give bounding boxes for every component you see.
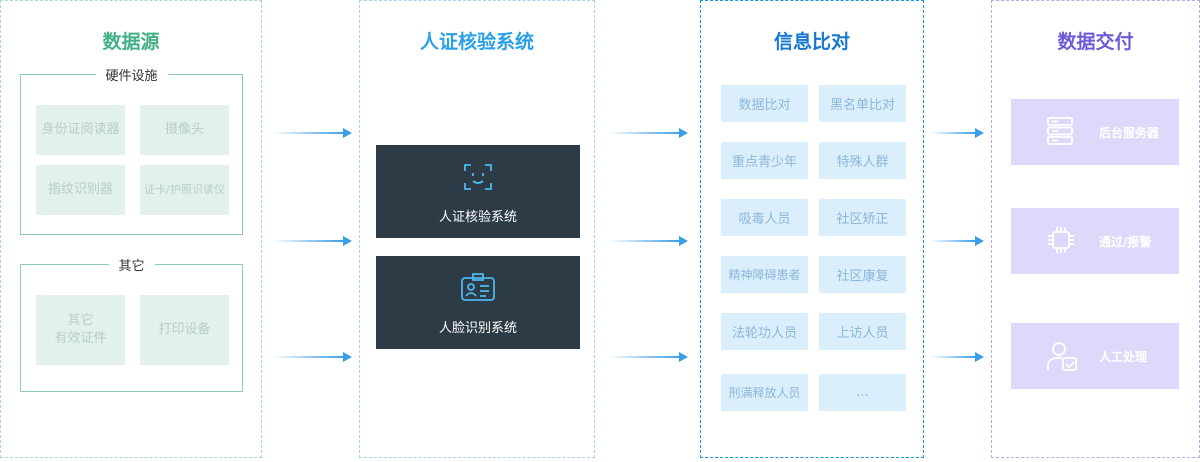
comparison-item: 社区康复 xyxy=(819,256,906,293)
other-item-line: 其它 xyxy=(67,313,94,328)
comparison-item: 特殊人群 xyxy=(819,142,906,179)
flow-arrow xyxy=(930,236,984,246)
other-item-line: 有效证件 xyxy=(54,331,107,346)
server-icon xyxy=(1047,117,1073,145)
output-label: 人工处理 xyxy=(1099,349,1148,364)
flow-arrow xyxy=(608,236,688,246)
comparison-column: 信息比对 xyxy=(700,0,924,458)
hardware-group: 硬件设施 xyxy=(20,65,243,235)
hardware-item: 摄像头 xyxy=(140,105,229,155)
comparison-item: 刑满释放人员 xyxy=(721,374,808,411)
system-label: 人脸识别系统 xyxy=(438,321,517,336)
output-label: 通过/报警 xyxy=(1099,234,1152,249)
face-scan-icon xyxy=(464,164,492,190)
comparison-item: 上访人员 xyxy=(819,313,906,350)
other-group-label: 其它 xyxy=(108,255,155,274)
person-check-icon xyxy=(1047,342,1077,371)
comparison-item: ... xyxy=(819,374,906,411)
comparison-item: 数据比对 xyxy=(721,85,808,122)
hardware-item: 证卡/护照识读仪 xyxy=(140,165,229,215)
id-card-icon xyxy=(461,273,495,301)
verification-column: 人证核验系统 xyxy=(359,0,595,458)
system-label: 人证核验系统 xyxy=(438,210,517,225)
system-box: 人证核验系统 xyxy=(376,145,580,238)
flow-arrow xyxy=(930,128,984,138)
output-box: 人工处理 xyxy=(1011,323,1179,389)
flow-arrow xyxy=(272,128,352,138)
other-item: 打印设备 xyxy=(140,295,229,365)
data-source-column: 数据源 xyxy=(0,0,262,458)
flow-arrow xyxy=(272,352,352,362)
comparison-item: 社区矫正 xyxy=(819,199,906,236)
other-group: 其它 xyxy=(20,255,243,392)
comparison-title: 信息比对 xyxy=(773,31,850,53)
other-item: 其它 有效证件 xyxy=(36,295,125,365)
data-source-title: 数据源 xyxy=(102,31,160,53)
flow-arrow xyxy=(930,352,984,362)
hardware-item: 身份证阅读器 xyxy=(36,105,125,155)
flow-arrow xyxy=(272,236,352,246)
verification-title: 人证核验系统 xyxy=(419,31,534,53)
comparison-item: 精神障碍患者 xyxy=(721,256,808,293)
flow-arrow xyxy=(608,352,688,362)
comparison-item: 吸毒人员 xyxy=(721,199,808,236)
system-box: 人脸识别系统 xyxy=(376,256,580,349)
output-label: 后台服务器 xyxy=(1099,125,1160,140)
comparison-item: 黑名单比对 xyxy=(819,85,906,122)
comparison-item: 重点青少年 xyxy=(721,142,808,179)
comparison-item: 法轮功人员 xyxy=(721,313,808,350)
hardware-item: 指纹识别器 xyxy=(36,165,125,215)
delivery-title: 数据交付 xyxy=(1057,31,1134,53)
hardware-group-label: 硬件设施 xyxy=(95,65,168,84)
chip-icon xyxy=(1048,227,1074,253)
output-box: 通过/报警 xyxy=(1011,208,1179,274)
output-box: 后台服务器 xyxy=(1011,99,1179,165)
flow-arrow xyxy=(608,128,688,138)
